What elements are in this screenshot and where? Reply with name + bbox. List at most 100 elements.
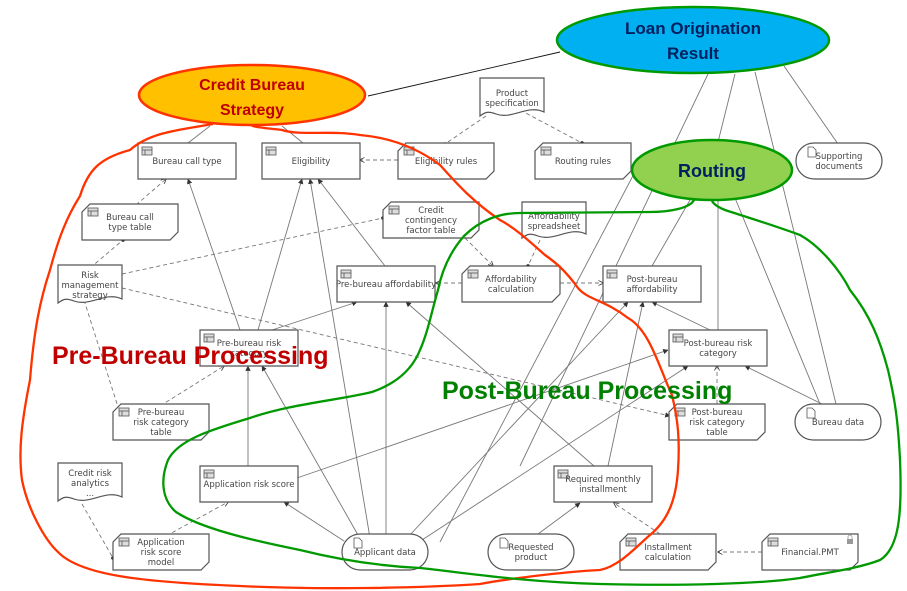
link	[443, 115, 487, 146]
node-label: Application	[137, 538, 185, 548]
credit-bureau-strategy-bubble: Credit Bureau Strategy	[137, 63, 367, 127]
node-label: Risk	[81, 271, 99, 281]
table-icon	[118, 407, 130, 417]
node-label: Product	[496, 89, 529, 99]
link	[296, 349, 669, 479]
table-icon	[388, 205, 400, 215]
link	[734, 197, 821, 405]
node-eligibility[interactable]: Eligibility	[261, 142, 361, 180]
node-label: risk score	[141, 548, 182, 558]
link	[121, 216, 385, 275]
table-icon	[141, 146, 153, 156]
node-label: Pre-bureau risk	[217, 339, 281, 349]
table-icon	[340, 269, 352, 279]
link	[367, 51, 561, 97]
table-icon	[403, 146, 415, 156]
link	[83, 299, 121, 412]
document-icon	[353, 537, 363, 549]
node-label: Post-bureau risk	[684, 339, 753, 349]
document-icon	[807, 146, 817, 158]
document-icon	[806, 407, 816, 419]
loan-origination-result-line1: Loan Origination	[625, 19, 761, 38]
link	[519, 109, 584, 145]
node-application-risk-score[interactable]: Application risk score	[199, 465, 299, 503]
link	[165, 502, 228, 537]
decision-shape	[261, 142, 361, 180]
node-label: Application risk score	[204, 480, 295, 490]
link	[405, 301, 595, 467]
node-label: table	[150, 428, 172, 438]
node-label: risk category	[689, 418, 744, 428]
node-credit-risk-analytics[interactable]: Credit riskanalytics...	[57, 462, 123, 503]
link	[421, 365, 689, 541]
node-label: analytics	[71, 479, 110, 489]
node-label: Affordability	[528, 212, 580, 222]
node-label: Bureau call	[106, 213, 154, 223]
node-eligibility-rules[interactable]: Eligibility rules	[397, 142, 495, 180]
credit-bureau-strategy-line2: Strategy	[220, 102, 284, 119]
bkm-shape	[81, 203, 179, 241]
node-label: Post-bureau	[627, 275, 678, 285]
input-data-shape	[794, 403, 882, 441]
bkm-shape	[534, 142, 632, 180]
input-data-shape	[341, 533, 429, 571]
node-label: Pre-bureau affordability	[336, 280, 436, 290]
link	[537, 502, 581, 535]
node-bureau-data[interactable]: Bureau data	[794, 403, 882, 441]
link	[308, 178, 371, 539]
node-pre-bureau-affordability[interactable]: Pre-bureau affordability	[336, 265, 436, 303]
input-data-shape	[795, 142, 883, 180]
link	[159, 366, 224, 407]
link	[281, 125, 304, 144]
link	[121, 287, 671, 418]
bkm-shape	[619, 533, 717, 571]
node-label: Bureau call type	[152, 157, 221, 167]
node-label: Post-bureau	[692, 408, 743, 418]
node-bureau-call-type[interactable]: Bureau call type	[137, 142, 237, 180]
node-label: affordability	[626, 285, 677, 295]
knowledge-source-shape	[479, 77, 545, 118]
node-label: Eligibility	[292, 157, 331, 167]
input-data-shape	[487, 533, 575, 571]
link	[754, 71, 837, 405]
node-label: factor table	[406, 226, 455, 236]
node-label: contingency	[405, 216, 457, 226]
link-layer	[81, 51, 839, 560]
node-applicant-data[interactable]: Applicant data	[341, 533, 429, 571]
node-label: Supporting	[816, 152, 863, 162]
node-label: Requested	[508, 543, 553, 553]
knowledge-source-shape	[57, 264, 123, 305]
bkm-shape	[761, 533, 859, 571]
link	[261, 365, 359, 536]
table-icon	[467, 269, 479, 279]
node-financial-pmt[interactable]: Financial.PMT	[761, 533, 859, 571]
pre-bureau-boundary	[19, 122, 680, 590]
node-label: Affordability	[485, 275, 537, 285]
link	[283, 501, 345, 542]
link	[651, 301, 711, 331]
node-label: risk category	[133, 418, 188, 428]
link	[81, 503, 115, 560]
bkm-shape	[112, 403, 210, 441]
bkm-shape	[668, 403, 766, 441]
post-bureau-processing-label: Post-Bureau Processing	[442, 377, 732, 405]
node-routing-rules[interactable]: Routing rules	[534, 142, 632, 180]
node-label: Pre-bureau	[138, 408, 185, 418]
